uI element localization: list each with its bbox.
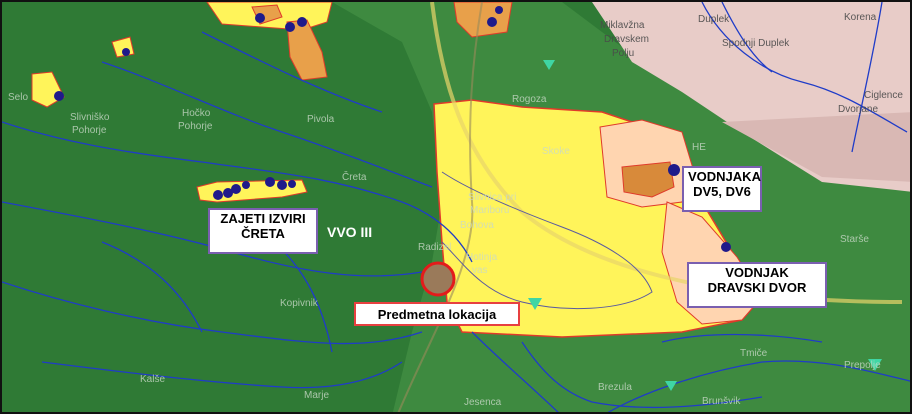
target-location-circle[interactable]: [420, 261, 456, 297]
callout-vodnjaka-line1: VODNJAKA: [688, 169, 761, 184]
top-orange-zone-2: [286, 19, 328, 81]
place-creta: Čreta: [342, 172, 367, 183]
place-prepolje: Prepolje: [844, 360, 881, 371]
place-slivnisko: Slivniško: [70, 112, 110, 123]
place-vas: vas: [472, 265, 488, 276]
place-duplek: Duplek: [698, 14, 730, 25]
place-he: HE: [692, 142, 706, 153]
inner-zone-outline: [441, 171, 653, 310]
callout-vodnjaka-line2: DV5, DV6: [693, 184, 751, 199]
zone-label-vvo-iii: VVO III: [327, 224, 373, 240]
callout-vodnjaka-dv5-dv6[interactable]: VODNJAKA DV5, DV6: [682, 166, 762, 212]
place-tmice: Tmiče: [740, 348, 768, 359]
callout-vodnjak-line1: VODNJAK: [725, 265, 789, 280]
callout-vodnjak-line2: DRAVSKI DVOR: [707, 280, 807, 295]
road-line: [397, 2, 483, 412]
place-hocko: Hočko: [182, 108, 211, 119]
place-selo: Selo: [8, 92, 29, 103]
callout-predmetna-lokacija[interactable]: Predmetna lokacija: [354, 302, 520, 326]
callout-zajeti-izviri-creta[interactable]: ZAJETI IZVIRI ČRETA: [208, 208, 318, 254]
place-ciglence: Ciglence: [864, 90, 903, 101]
place-kopivnik: Kopivnik: [280, 298, 318, 309]
place-polju: Polju: [612, 48, 635, 59]
place-korena: Korena: [844, 12, 877, 23]
place-marje: Marje: [304, 390, 330, 401]
orange-inner-zone: [621, 161, 675, 198]
callout-zajeti-line2: ČRETA: [241, 226, 285, 241]
place-kalse: Kalše: [140, 374, 166, 385]
place-jesenca: Jesenca: [464, 397, 502, 408]
monitoring-markers: [528, 60, 882, 391]
place-rogoza: Rogoza: [512, 94, 547, 105]
place-dvorjane: Dvorjane: [838, 104, 879, 115]
place-pohorje: Pohorje: [72, 125, 107, 136]
place-brezula: Brezula: [598, 382, 632, 393]
place-hotinja: Hotinja: [466, 252, 498, 263]
place-spodnji-duplek: Spodnji Duplek: [722, 38, 790, 49]
place-dravskem: Dravskem: [604, 34, 650, 45]
selo-yellow-zone: [31, 71, 65, 108]
place-starse: Starše: [840, 234, 869, 245]
well-dots: [54, 6, 731, 252]
place-maribor: Mariboru: [470, 205, 510, 216]
place-bohova: Bohova: [460, 220, 494, 231]
place-radizel: Radizel: [418, 242, 452, 253]
callout-vodnjak-dravski-dvor[interactable]: VODNJAK DRAVSKI DVOR: [687, 262, 827, 308]
place-pivola: Pivola: [307, 114, 335, 125]
place-brunsvik: Brunšvik: [702, 396, 741, 407]
place-hocko-pohorje: Pohorje: [178, 121, 213, 132]
place-miklavzna: Miklavžna: [600, 20, 645, 31]
place-skoke: Skoke: [542, 146, 570, 157]
callout-zajeti-line1: ZAJETI IZVIRI: [220, 211, 306, 226]
place-slivnica: Slivnica pri: [468, 192, 517, 203]
urban-area-2: [722, 112, 910, 182]
